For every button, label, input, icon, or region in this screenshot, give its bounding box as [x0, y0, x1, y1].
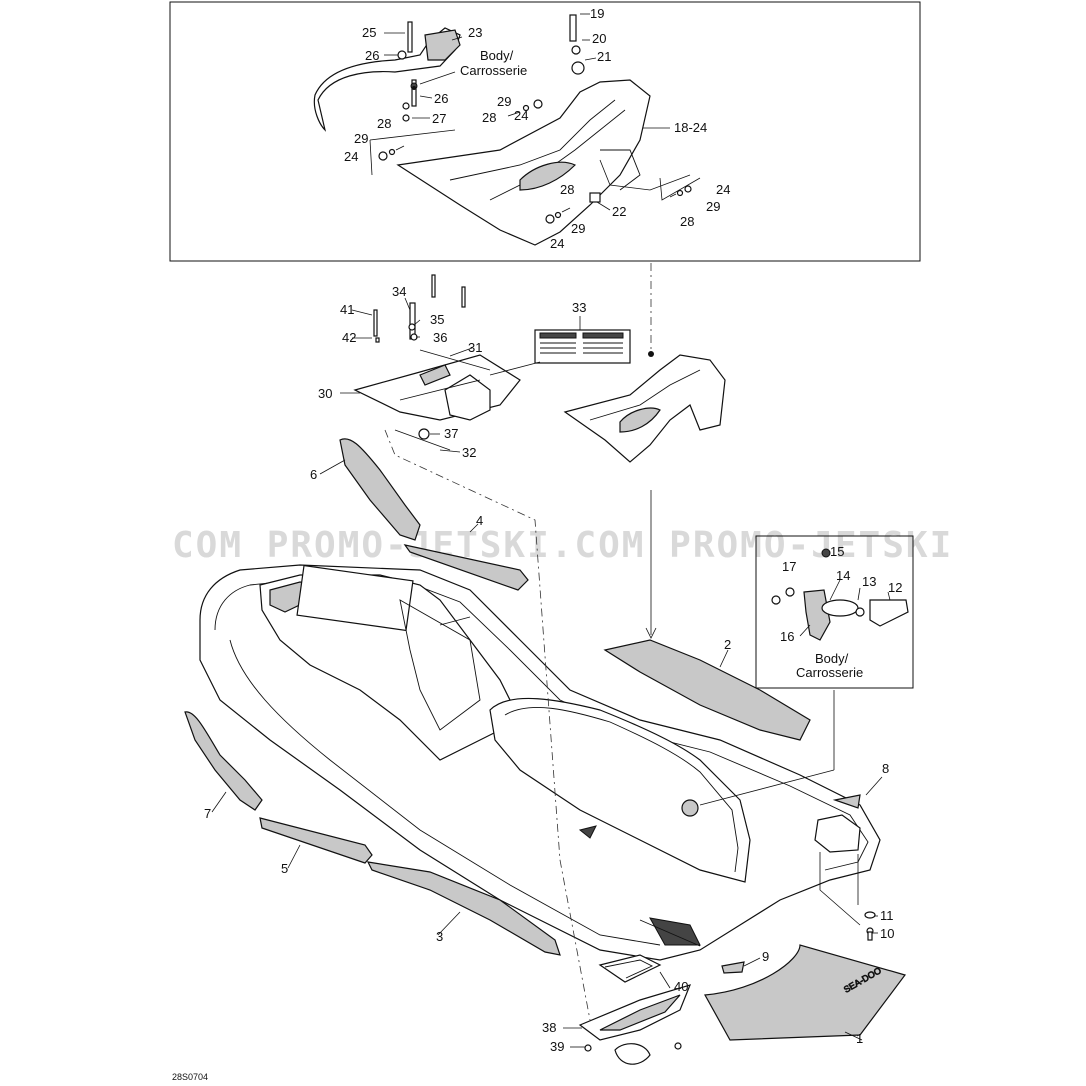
callout-9: 9	[762, 949, 769, 964]
callout-17: 17	[782, 559, 796, 574]
hull-deck	[199, 564, 881, 961]
diagram-code: 28S0704	[172, 1072, 208, 1082]
callout-40: 40	[674, 979, 688, 994]
mat-7	[184, 711, 263, 811]
callout-20: 20	[592, 31, 606, 46]
storage-bin	[578, 954, 692, 1065]
callout-12: 12	[888, 580, 902, 595]
mat-2	[603, 639, 811, 741]
watermark: COM PROMO-JETSKI.COM PROMO-JETSKI	[172, 525, 953, 566]
callout-41: 41	[340, 302, 354, 317]
callout-1: 1	[856, 1031, 863, 1046]
callout-16: 16	[780, 629, 794, 644]
right-inset-box	[755, 535, 914, 689]
mat-4	[403, 544, 529, 591]
mat-3	[366, 861, 561, 956]
decal-9	[721, 961, 745, 974]
callout-3: 3	[436, 929, 443, 944]
callout-32: 32	[462, 445, 476, 460]
assembly-lines	[384, 263, 861, 1021]
callout-4: 4	[476, 513, 483, 528]
callouts: 25 26 23 19 20 21 26 27 24 29 28 28 29 2…	[204, 6, 902, 1054]
callout-29-a: 29	[497, 94, 511, 109]
leader-lines	[211, 297, 891, 1048]
callout-15: 15	[830, 544, 844, 559]
body-label-right-2: Carrosserie	[796, 665, 863, 680]
callout-29-b: 29	[354, 131, 368, 146]
callout-5: 5	[281, 861, 288, 876]
callout-24-a: 24	[514, 108, 528, 123]
body-label-top-2: Carrosserie	[460, 63, 527, 78]
callout-26: 26	[365, 48, 379, 63]
callout-28-a: 28	[482, 110, 496, 125]
callout-34: 34	[392, 284, 406, 299]
body-label-right-1: Body/	[815, 651, 849, 666]
callout-6: 6	[310, 467, 317, 482]
body-label-top-1: Body/	[480, 48, 514, 63]
callout-22: 22	[612, 204, 626, 219]
seat-pad	[313, 27, 461, 132]
callout-28-b: 28	[377, 116, 391, 131]
callout-29-d: 29	[706, 199, 720, 214]
callout-42: 42	[342, 330, 356, 345]
callout-2: 2	[724, 637, 731, 652]
rear-body-assembly	[396, 79, 651, 246]
callout-39: 39	[550, 1039, 564, 1054]
decal-8	[832, 794, 861, 809]
platform-fasteners	[373, 274, 466, 440]
callout-8: 8	[882, 761, 889, 776]
callout-26-b: 26	[434, 91, 448, 106]
callout-11: 11	[880, 908, 894, 923]
callout-28-d: 28	[680, 214, 694, 229]
callout-25: 25	[362, 25, 376, 40]
callout-24-b: 24	[344, 149, 358, 164]
callout-19: 19	[590, 6, 604, 21]
range-label: 18-24	[674, 120, 707, 135]
inset-hardware	[378, 14, 692, 224]
callout-13: 13	[862, 574, 876, 589]
rear-body-small	[563, 354, 726, 463]
callout-10: 10	[880, 926, 894, 941]
callout-23: 23	[468, 25, 482, 40]
callout-37: 37	[444, 426, 458, 441]
mats-and-decals: SEA-DOO	[184, 438, 907, 1041]
callout-14: 14	[836, 568, 850, 583]
mat-1	[704, 944, 907, 1041]
right-inset-parts	[771, 548, 909, 641]
warning-decal	[534, 329, 631, 364]
callout-29-c: 29	[571, 221, 585, 236]
inset-leaders	[369, 13, 701, 211]
callout-21: 21	[597, 49, 611, 64]
rear-platform-bracket	[353, 349, 521, 451]
callout-27: 27	[432, 111, 446, 126]
hardware-10-11	[864, 911, 876, 941]
callout-35: 35	[430, 312, 444, 327]
reference-dot	[648, 351, 654, 357]
callout-24-c: 24	[550, 236, 564, 251]
callout-31: 31	[468, 340, 482, 355]
callout-24-d: 24	[716, 182, 730, 197]
callout-36: 36	[433, 330, 447, 345]
top-inset-box	[169, 1, 921, 262]
callout-30: 30	[318, 386, 332, 401]
reference-dot-top	[412, 86, 416, 90]
callout-38: 38	[542, 1020, 556, 1035]
mat-5	[259, 817, 373, 864]
callout-7: 7	[204, 806, 211, 821]
mat-6	[339, 438, 421, 541]
callout-28-c: 28	[560, 182, 574, 197]
callout-33: 33	[572, 300, 586, 315]
